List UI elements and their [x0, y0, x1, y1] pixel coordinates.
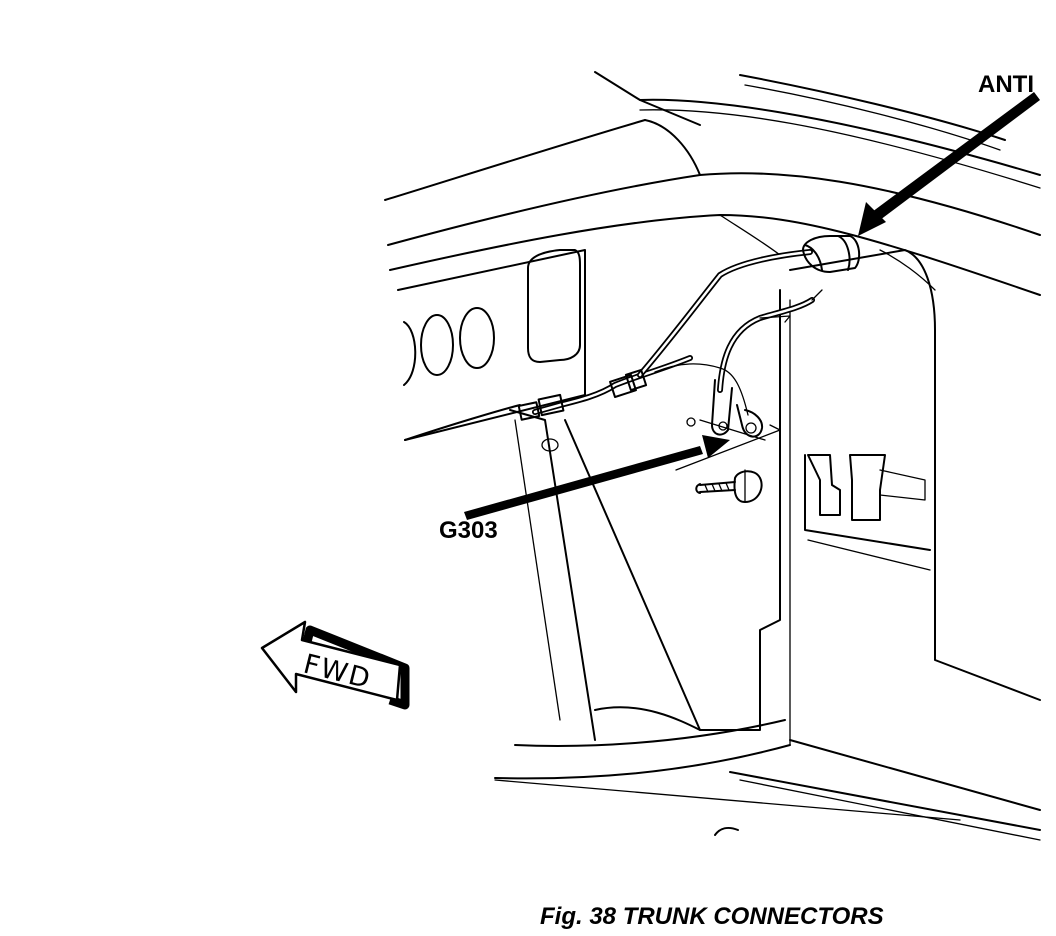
ground-terminal: [711, 379, 764, 438]
ground-callout: G303: [439, 517, 498, 544]
antenna-connector: [802, 235, 861, 273]
forward-arrow-icon: FWD: [260, 620, 410, 710]
trunk-wall: [789, 249, 1041, 811]
leader-arrow-icon: [464, 92, 1040, 520]
wiring-harness: [517, 249, 823, 421]
figure-caption: Fig. 38 TRUNK CONNECTORS: [540, 903, 884, 930]
rear-panel: [397, 249, 586, 441]
upper-body-panel: [384, 71, 1041, 296]
quarter-panel: [494, 289, 1041, 841]
bolt-icon: [695, 469, 763, 503]
antenna-callout: ANTI: [978, 71, 1034, 98]
